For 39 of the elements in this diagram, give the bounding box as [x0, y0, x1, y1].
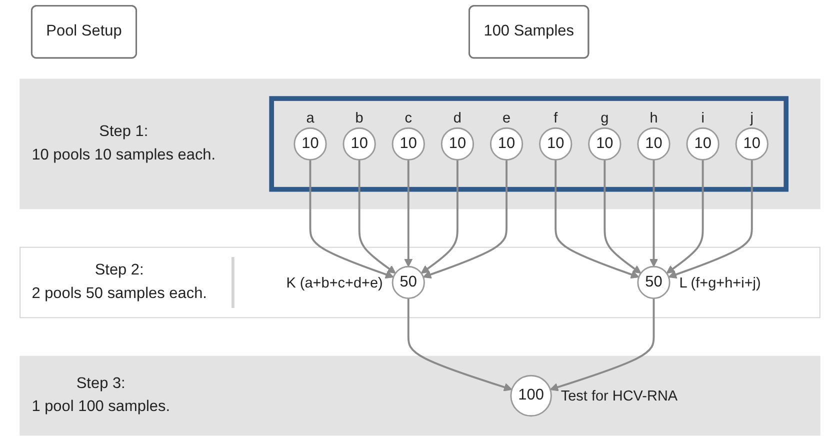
node-circle: 10 [588, 127, 622, 160]
arrow [407, 298, 512, 392]
arrow [666, 160, 704, 274]
node-circle: 50 [637, 266, 670, 300]
node-circle: 10 [440, 127, 474, 160]
pool-caption: L (f+g+h+i+j) [679, 275, 761, 292]
node-circle: 10 [392, 127, 425, 160]
node-circle: 10 [490, 127, 524, 160]
node-circle: 10 [686, 127, 720, 160]
node-circle: 10 [342, 127, 376, 160]
cluster [269, 96, 788, 192]
node-circle: 10 [539, 127, 572, 160]
node-circle: 10 [294, 127, 327, 160]
node-circle: 10 [637, 127, 670, 160]
node-circle: 50 [392, 266, 425, 300]
node-circle: 100 [510, 374, 552, 417]
arrow [554, 160, 640, 279]
pool-letter: b [355, 110, 364, 126]
pool-caption: Test for HCV-RNA [560, 388, 678, 405]
pool-caption: K (a+b+c+d+e) [286, 275, 383, 292]
arrow [604, 160, 642, 274]
arrow [668, 160, 753, 279]
arrow [420, 160, 458, 274]
arrow [422, 160, 508, 279]
pool-letter: i [701, 110, 704, 126]
node-circle: 10 [735, 127, 768, 160]
arrow [404, 160, 413, 268]
pool-letter: e [502, 110, 511, 126]
arrow [650, 160, 658, 268]
pool-letter: h [650, 110, 658, 126]
arrow [309, 160, 394, 279]
pool-letter: d [453, 110, 462, 126]
pool-letter: g [600, 110, 609, 126]
arrow [550, 298, 655, 392]
pool-letter: c [404, 110, 412, 126]
pool-letter: a [306, 110, 314, 126]
arrow [358, 160, 396, 274]
pool-letter: f [554, 110, 558, 126]
pool-letter: j [750, 110, 754, 126]
